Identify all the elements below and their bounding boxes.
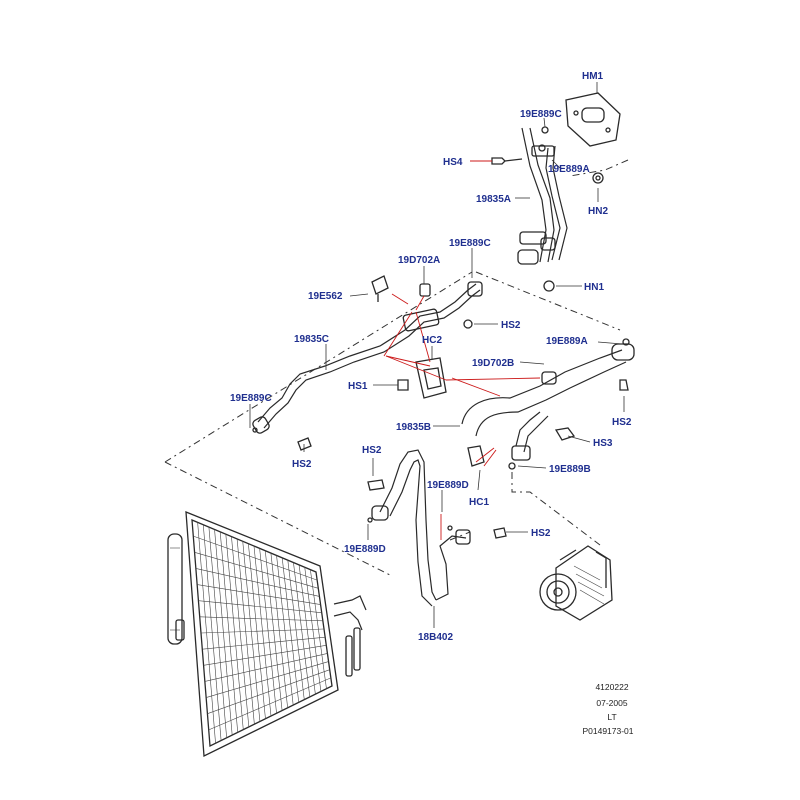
label-19835a: 19835A [476,194,511,205]
condenser-tube [206,661,329,698]
label-19e889b: 19E889B [549,464,591,475]
condenser [167,511,367,758]
hose-18b402 [367,449,507,607]
info-market: LT [607,712,616,722]
top-fasteners [491,126,604,292]
label-hc2: HC2 [422,335,442,346]
label-hs2-center: HS2 [362,445,382,456]
label-19e889c-mid: 19E889C [449,238,491,249]
label-19e562: 19E562 [308,291,343,302]
label-19e889c-top: 19E889C [520,109,562,120]
condenser-tube [198,600,322,614]
label-hs2-lower: HS2 [531,528,551,539]
label-19835c: 19835C [294,334,329,345]
hc1-clip [467,445,485,467]
ac-compressor [539,545,613,621]
label-hs2-right: HS2 [612,417,632,428]
info-illustration-id: P0149173-01 [582,726,633,736]
label-hs2-mid: HS2 [501,320,521,331]
label-19835b: 19835B [396,422,431,433]
condenser-tube [208,677,331,731]
info-code: 4120222 [595,682,628,692]
condenser-tube [197,584,321,605]
reference-lines [164,159,629,576]
part-labels: HM1 19E889C HS4 19E889A HN2 19835A HN1 1… [230,71,632,643]
condenser-tube [204,653,328,682]
label-hc1: HC1 [469,497,489,508]
label-19e889d-left: 19E889D [344,544,386,555]
info-date: 07-2005 [596,698,627,708]
label-hn1: HN1 [584,282,604,293]
label-19d702a: 19D702A [398,255,440,266]
label-19e889a-top: 19E889A [548,164,590,175]
callout-red-lines [383,160,541,540]
label-19d702b: 19D702B [472,358,514,369]
condenser-tube [199,616,323,622]
condenser-tube [200,628,325,634]
hose-19835b [461,338,635,470]
condenser-tube [207,669,330,714]
condenser-tube [195,568,320,597]
pipe-19835a [517,127,568,265]
label-18b402: 18B402 [418,632,453,643]
condenser-tube [203,644,327,666]
pipe-19835c [252,275,483,451]
label-hs3: HS3 [593,438,613,449]
label-19e889a-right: 19E889A [546,336,588,347]
label-hn2: HN2 [588,206,608,217]
illustration-info: 4120222 07-2005 LT P0149173-01 [582,682,633,736]
label-hs1: HS1 [348,381,368,392]
label-19e889c-left: 19E889C [230,393,272,404]
hm1-mount-plate [565,92,621,147]
label-hs2-left: HS2 [292,459,312,470]
condenser-tube [202,636,326,650]
leader-lines [249,82,625,628]
label-19e889d-center: 19E889D [427,480,469,491]
label-hm1: HM1 [582,71,604,82]
condenser-tube [194,551,319,589]
condenser-tube [193,535,318,581]
label-hs4: HS4 [443,157,463,168]
